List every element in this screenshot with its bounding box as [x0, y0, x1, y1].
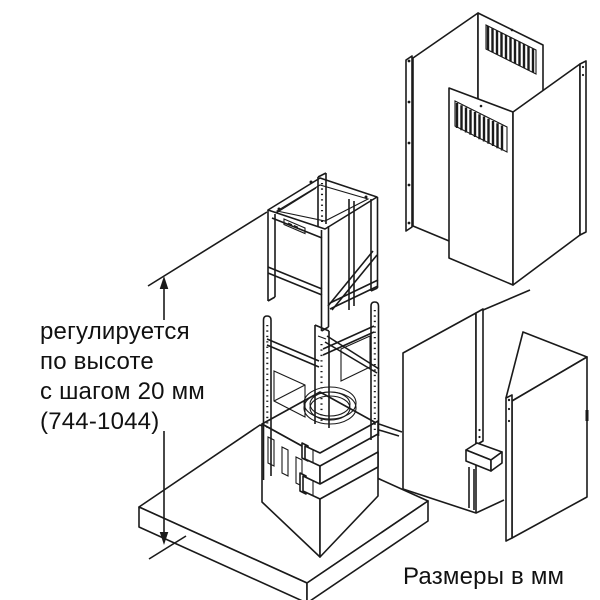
lower-chimney-cover-right [505, 331, 589, 542]
extension-line-top [147, 211, 268, 287]
annotation-line-2: по высоте [40, 348, 154, 375]
annotation-line-4: (744-1044) [40, 408, 159, 435]
frame-legs [267, 197, 379, 332]
back-slide-rail [317, 172, 327, 227]
vent-grille-front [454, 100, 508, 153]
annotation-line-1: регулируется [40, 318, 190, 345]
upper-chimney-cover-front [448, 60, 587, 286]
height-annotation: регулируется по высоте с шагом 20 мм (74… [40, 318, 205, 435]
extension-tick-bottom [148, 535, 187, 560]
height-dimension [147, 211, 268, 560]
right-upright-rail [370, 301, 380, 440]
annotation-line-3: с шагом 20 мм [40, 378, 205, 405]
rating-label-plate [283, 218, 306, 235]
hood-body [261, 386, 379, 558]
left-upright-rail [262, 315, 272, 480]
units-label: Размеры в мм [403, 563, 564, 590]
support-pedestal [465, 442, 503, 472]
vent-grille-back [485, 24, 537, 75]
arrow-up-icon [159, 276, 169, 289]
lower-frame [262, 301, 380, 480]
arrow-down-icon [159, 532, 169, 545]
duct-collar [303, 386, 357, 425]
lower-chimney-cover-left [378, 289, 531, 514]
upper-mounting-frame [267, 172, 379, 332]
